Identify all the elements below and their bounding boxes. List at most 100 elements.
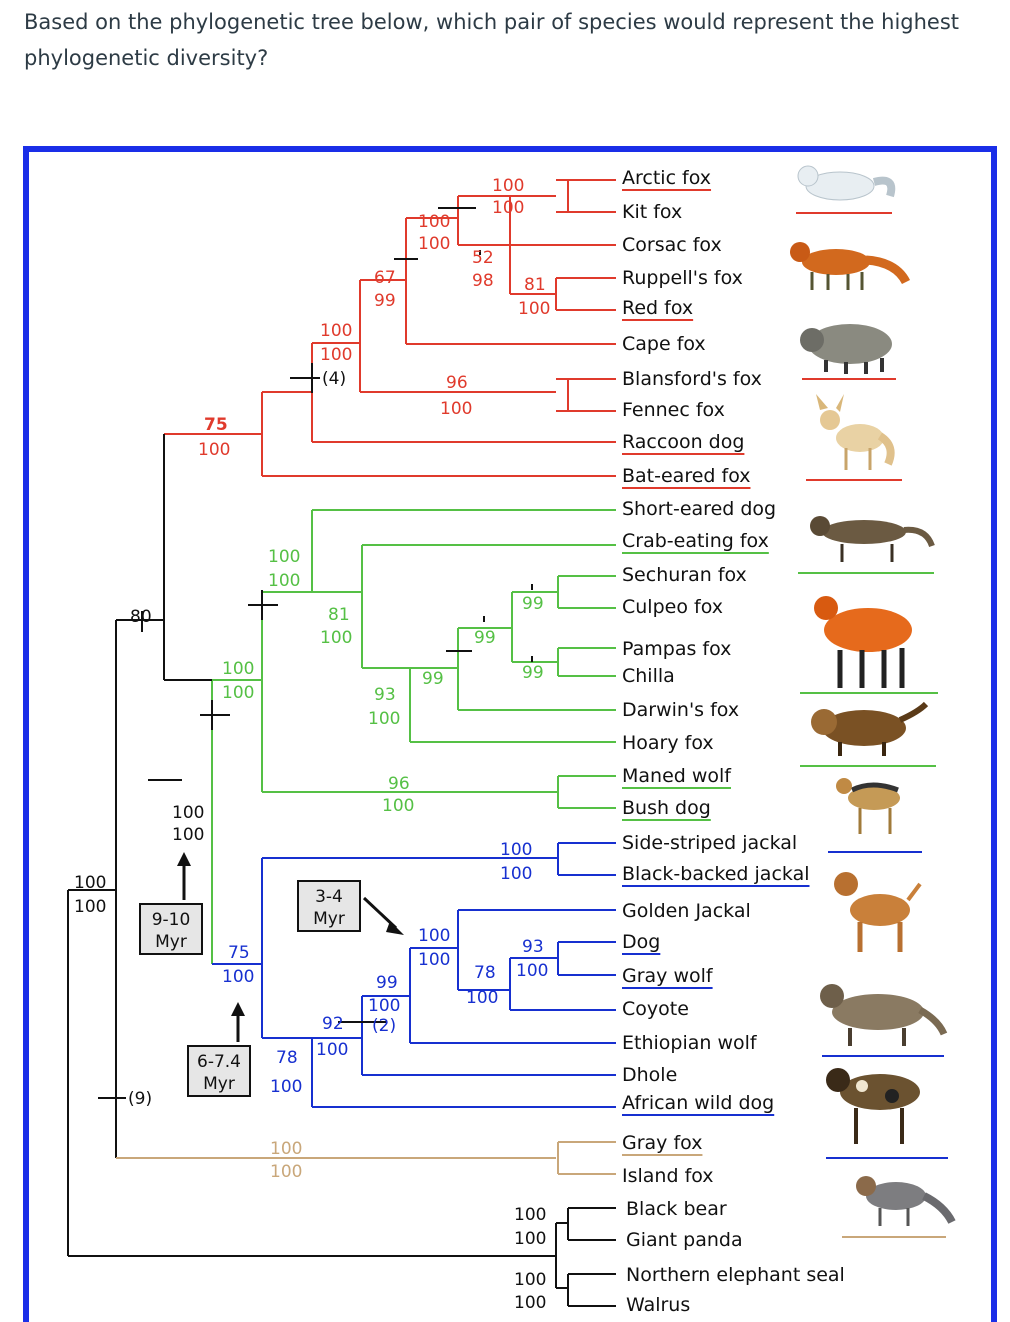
species-label: Walrus <box>626 1294 690 1316</box>
node-label: 100 <box>74 897 106 917</box>
gray-wolf-icon <box>820 984 948 1057</box>
species-label: Raccoon dog <box>622 431 744 453</box>
species-label: Arctic fox <box>622 167 711 189</box>
species-label: Coyote <box>622 998 689 1020</box>
node-label: 67 <box>374 268 396 288</box>
species-label: Red fox <box>622 297 693 319</box>
species-label: Short-eared dog <box>622 498 776 520</box>
node-label: 93 <box>374 685 396 705</box>
node-label: 81 <box>328 605 350 625</box>
node-label: 80 <box>130 607 152 627</box>
node-label: 100 <box>320 345 352 365</box>
african-wild-dog-icon <box>826 1068 948 1159</box>
node-label: 100 <box>500 864 532 884</box>
species-label: Dog <box>622 931 660 953</box>
node-label: 100 <box>368 996 400 1016</box>
node-label: 100 <box>514 1205 546 1225</box>
node-label: 100 <box>320 628 352 648</box>
node-label: 100 <box>368 709 400 729</box>
node-label: 100 <box>270 1139 302 1159</box>
species-label: Ruppell's fox <box>622 267 743 289</box>
node-label: 96 <box>446 373 468 393</box>
svg-text:9-10: 9-10 <box>152 910 191 930</box>
node-label: 100 <box>198 440 230 460</box>
svg-text:Myr: Myr <box>313 909 345 929</box>
node-label: 100 <box>492 198 524 218</box>
time-box-3-4: 3-4 Myr <box>297 880 404 935</box>
node-label: 99 <box>474 628 496 648</box>
node-label: 75 <box>204 415 228 435</box>
node-label: 100 <box>316 1040 348 1060</box>
node-label: 100 <box>500 840 532 860</box>
node-label: 100 <box>222 683 254 703</box>
node-label: 99 <box>522 663 544 683</box>
species-label: Giant panda <box>626 1229 743 1251</box>
node-label: 100 <box>514 1270 546 1290</box>
node-label: 98 <box>472 271 494 291</box>
node-label: 81 <box>524 275 546 295</box>
species-label: Black bear <box>626 1198 727 1220</box>
node-label: 99 <box>374 291 396 311</box>
node-label: 100 <box>270 1162 302 1182</box>
node-label: 100 <box>74 873 106 893</box>
node-label: 78 <box>474 963 496 983</box>
time-box-6-7.4: 6-7.4 Myr <box>187 1002 251 1097</box>
red-fox-icon <box>790 242 911 290</box>
arctic-fox-icon <box>796 165 896 214</box>
node-label: 100 <box>440 399 472 419</box>
node-label: 99 <box>376 973 398 993</box>
node-label: (4) <box>322 369 346 389</box>
node-label: 100 <box>514 1229 546 1249</box>
species-label: Side-striped jackal <box>622 832 797 854</box>
species-label: Maned wolf <box>622 765 732 787</box>
node-label: 99 <box>522 594 544 614</box>
species-label: Bush dog <box>622 797 711 819</box>
node-label: 100 <box>518 299 550 319</box>
species-label: Culpeo fox <box>622 596 723 618</box>
node-label: 100 <box>172 825 204 845</box>
node-label: 100 <box>492 176 524 196</box>
blue-clade-branches <box>212 842 616 1108</box>
node-label: 78 <box>276 1048 298 1068</box>
node-label: 92 <box>322 1014 344 1034</box>
species-label: Pampas fox <box>622 638 731 660</box>
species-label: Black-backed jackal <box>622 863 810 885</box>
node-label: 100 <box>270 1077 302 1097</box>
node-label: 100 <box>418 950 450 970</box>
node-label: 100 <box>418 212 450 232</box>
node-label: 100 <box>268 571 300 591</box>
species-label: Kit fox <box>622 201 682 223</box>
node-label: (2) <box>372 1016 396 1036</box>
species-label: Golden Jackal <box>622 900 751 922</box>
svg-text:6-7.4: 6-7.4 <box>197 1052 241 1072</box>
species-label: Corsac fox <box>622 234 722 256</box>
species-label: Fennec fox <box>622 399 725 421</box>
node-tick-marks <box>479 250 533 662</box>
node-label: (9) <box>128 1089 152 1109</box>
tan-clade-branches <box>116 1141 616 1175</box>
species-label: Bat-eared fox <box>622 465 750 487</box>
black-backed-jackal-icon <box>828 778 922 853</box>
species-label: Northern elephant seal <box>626 1264 845 1286</box>
question-text: Based on the phylogenetic tree below, wh… <box>24 10 960 70</box>
species-label: Hoary fox <box>622 732 714 754</box>
species-label: Blansford's fox <box>622 368 762 390</box>
node-label: 100 <box>320 321 352 341</box>
species-label: Ethiopian wolf <box>622 1032 758 1054</box>
node-label: 100 <box>514 1293 546 1313</box>
node-label: 100 <box>516 961 548 981</box>
species-label: Dhole <box>622 1064 677 1086</box>
species-label: Cape fox <box>622 333 706 355</box>
node-label: 99 <box>422 669 444 689</box>
node-label: 100 <box>382 796 414 816</box>
svg-text:Myr: Myr <box>155 932 187 952</box>
node-label: 100 <box>268 547 300 567</box>
bush-dog-icon <box>800 701 936 767</box>
time-box-9-10: 9-10 Myr <box>139 852 203 955</box>
animal-illustrations <box>790 165 956 1238</box>
node-label: 100 <box>466 988 498 1008</box>
short-eared-dog-icon <box>798 516 935 574</box>
raccoon-dog-icon <box>800 324 896 380</box>
black-backbone-branches <box>67 207 616 1307</box>
